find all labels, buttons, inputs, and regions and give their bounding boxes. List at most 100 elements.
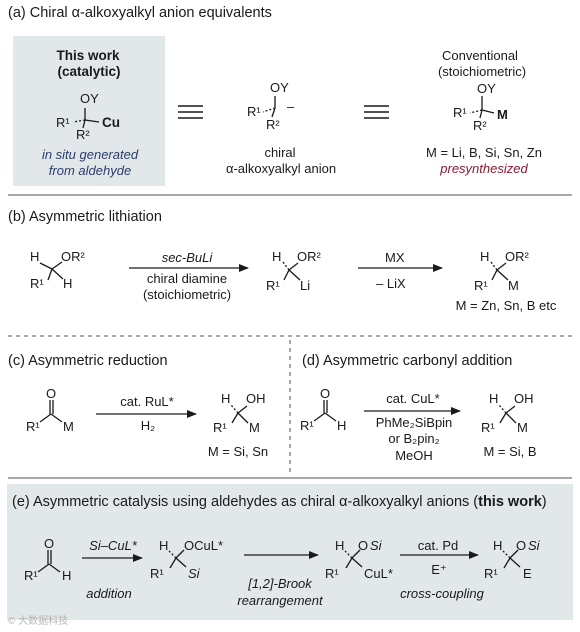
c-reagent-ru: cat. RuL* — [120, 394, 174, 409]
e3-cul: CuL* — [364, 566, 393, 581]
chiral-label: chiral — [264, 145, 296, 160]
d-reagent-meoh: MeOH — [395, 448, 433, 463]
conventional-label: Conventional — [442, 48, 518, 63]
c2-r1: R¹ — [213, 420, 227, 435]
structure-e3-bonds — [344, 549, 363, 569]
structure-b2-bonds — [282, 261, 301, 281]
a2-oy: OY — [270, 80, 289, 95]
c-result-label: M = Si, Sn — [207, 444, 269, 459]
e-addition-label: addition — [86, 586, 132, 601]
b1-h-top: H — [30, 249, 40, 264]
e3-o: O — [358, 538, 369, 553]
c2-m: M — [249, 420, 260, 435]
d2-m: M — [517, 420, 528, 435]
e4-e: E — [523, 566, 532, 581]
d1-r1: R¹ — [300, 418, 314, 433]
a1-oy: OY — [80, 91, 99, 106]
presynthesized-label: presynthesized — [440, 161, 528, 176]
in-situ-label: in situ generated — [41, 147, 139, 162]
d2-r1: R¹ — [481, 420, 495, 435]
structure-b3-bonds — [490, 261, 509, 281]
a2-minus: – — [287, 99, 295, 114]
e-rearrangement-label: rearrangement — [237, 593, 323, 608]
c2-oh: OH — [246, 391, 266, 406]
e1-o: O — [44, 536, 55, 551]
section-b-title: (b) Asymmetric lithiation — [8, 209, 162, 225]
structure-d1-bonds — [313, 400, 337, 422]
structure-b1-bonds — [39, 261, 64, 281]
b-reagent-lix: – LiX — [376, 276, 406, 291]
a3-r2: R² — [473, 118, 487, 133]
structure-e4-bonds — [502, 549, 521, 569]
e-reagent-eplus: E⁺ — [431, 562, 447, 577]
structure-e1-bonds — [37, 550, 61, 573]
c2-h: H — [221, 391, 231, 406]
section-e-title-post: ) — [541, 494, 547, 510]
b2-r1: R¹ — [266, 278, 280, 293]
b-result-label: M = Zn, Sn, B etc — [455, 298, 557, 313]
e4-h: H — [493, 538, 503, 553]
b-reagent-diamine: chiral diamine — [146, 271, 228, 286]
b3-h: H — [480, 249, 490, 264]
watermark: © 大数据科技 — [8, 616, 69, 627]
alkoxyalkyl-anion-label: α-alkoxyalkyl anion — [225, 161, 337, 176]
e1-h: H — [62, 568, 72, 583]
equivalence-sign-2 — [364, 105, 389, 119]
c1-r1: R¹ — [26, 419, 40, 434]
section-d-title: (d) Asymmetric carbonyl addition — [302, 353, 513, 369]
b1-or2: OR² — [61, 249, 85, 264]
structure-a2-bonds — [262, 96, 276, 118]
a1-r2: R² — [76, 127, 90, 142]
b-reagent-secbuli: sec-BuLi — [161, 250, 213, 265]
d1-h: H — [337, 418, 347, 433]
d-reagent-b2pin2: or B₂pin₂ — [388, 431, 440, 446]
structure-a1-bonds — [72, 108, 100, 129]
d2-oh: OH — [514, 391, 534, 406]
section-a-title: (a) Chiral α-alkoxyalkyl anion equivalen… — [8, 5, 272, 21]
e4-si: Si — [528, 538, 540, 553]
structure-a3-bonds — [469, 96, 495, 119]
this-work-box — [13, 36, 165, 186]
e1-r1: R¹ — [24, 568, 38, 583]
e3-si: Si — [370, 538, 382, 553]
e3-r1: R¹ — [325, 566, 339, 581]
metals-list-label: M = Li, B, Si, Sn, Zn — [426, 145, 542, 160]
section-c-title: (c) Asymmetric reduction — [8, 353, 168, 369]
a3-r1: R¹ — [453, 105, 467, 120]
c-reagent-h2: H₂ — [140, 418, 156, 433]
a2-r2: R² — [266, 117, 280, 132]
a3-oy: OY — [477, 81, 496, 96]
a1-r1: R¹ — [56, 115, 70, 130]
d-reagent-si: PhMe₂SiBpin — [375, 415, 453, 430]
stoichiometric-label: (stoichiometric) — [437, 64, 527, 79]
e-reagent-sicul: Si–CuL* — [89, 538, 137, 553]
b1-r1: R¹ — [30, 276, 44, 291]
b3-m: M — [508, 278, 519, 293]
b-reagent-stoich: (stoichiometric) — [142, 287, 232, 302]
b-reagent-mx: MX — [385, 250, 405, 265]
c1-o: O — [46, 386, 57, 401]
e-brook-label: [1,2]-Brook — [248, 576, 312, 591]
e4-r1: R¹ — [484, 566, 498, 581]
a3-m: M — [497, 107, 508, 122]
b3-r1: R¹ — [474, 278, 488, 293]
section-e-title: (e) Asymmetric catalysis using aldehydes… — [12, 494, 547, 510]
b2-li: Li — [300, 278, 311, 293]
e2-r1: R¹ — [150, 566, 164, 581]
section-e-title-bold: this work — [478, 494, 542, 510]
d-result-label: M = Si, B — [483, 444, 537, 459]
catalytic-label: (catalytic) — [57, 64, 121, 79]
d2-h: H — [489, 391, 499, 406]
structure-c1-bonds — [39, 400, 63, 423]
a2-r1: R¹ — [247, 104, 261, 119]
e2-ocul: OCuL* — [184, 538, 224, 553]
a1-cu: Cu — [102, 115, 120, 130]
b3-or2: OR² — [505, 249, 529, 264]
b2-h: H — [272, 249, 282, 264]
d1-o: O — [320, 386, 331, 401]
e2-si: Si — [188, 566, 200, 581]
structure-c2-bonds — [230, 404, 249, 424]
d-reagent-cu: cat. CuL* — [386, 391, 440, 406]
e4-o: O — [516, 538, 527, 553]
